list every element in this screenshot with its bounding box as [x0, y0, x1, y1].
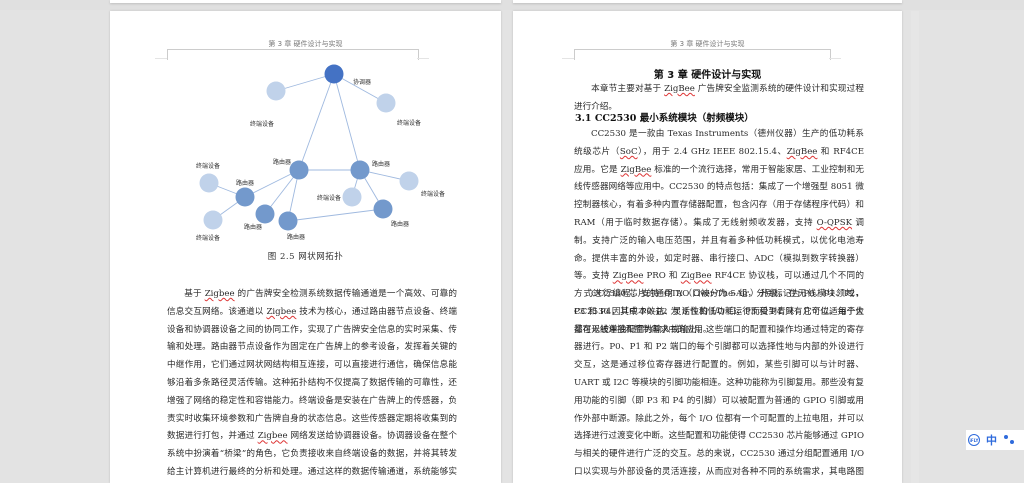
router-node [235, 187, 255, 207]
svg-text:路由器: 路由器 [391, 220, 409, 228]
end-device-node [342, 187, 362, 207]
ifly-logo-icon[interactable]: iFLY [968, 434, 980, 446]
document-page-left: 第 3 章 硬件设计与实现 [110, 11, 501, 483]
nodes [199, 64, 419, 231]
spellcheck-flagged-word[interactable]: ZigBee [680, 271, 712, 282]
svg-text:路由器: 路由器 [372, 160, 390, 168]
node-labels: 协调器 终端设备 终端设备 路由器 路由器 终端设备 路由器 终端设备 路由器 … [196, 78, 445, 242]
chapter-title: 第 3 章 硬件设计与实现 [653, 70, 762, 81]
svg-text:协调器: 协调器 [353, 78, 371, 86]
router-node [373, 199, 393, 219]
spellcheck-flagged-word[interactable]: ZigBee [612, 271, 644, 282]
end-device-node [376, 93, 396, 113]
end-device-node [399, 171, 419, 191]
margin-mark [155, 58, 167, 59]
ime-language-toggle[interactable]: 中 [986, 434, 997, 447]
viewer-top-strip [0, 0, 1024, 10]
coordinator-node [324, 64, 344, 84]
spellcheck-flagged-word[interactable]: ZigBee [620, 164, 652, 175]
previous-page-edge-left [110, 0, 501, 3]
figure-caption: 图 2.5 网状网拓扑 [267, 252, 344, 262]
margin-mark [417, 58, 429, 59]
running-header: 第 3 章 硬件设计与实现 [268, 40, 343, 48]
router-node [278, 211, 298, 231]
svg-text:终端设备: 终端设备 [196, 162, 220, 170]
svg-text:路由器: 路由器 [287, 233, 305, 241]
end-device-node [199, 173, 219, 193]
body-paragraph: CC2530 芯片的通用 I/O 口被分为 5 组，分别标记为 P0、P1、P2… [574, 286, 864, 483]
document-page-right: 第 3 章 硬件设计与实现 第 3 章 硬件设计与实现 本章节主要对基于 Zig… [513, 11, 902, 483]
spellcheck-flagged-word[interactable]: ZigBee [786, 146, 818, 157]
svg-text:终端设备: 终端设备 [317, 194, 341, 202]
router-node [350, 160, 370, 180]
spellcheck-flagged-word[interactable]: ZigBee [664, 84, 695, 94]
paragraph-text: 本章节主要对基于 ZigBee 广告牌安全监测系统的硬件设计和实现过程进行介绍。 [574, 84, 865, 112]
spellcheck-flagged-word[interactable]: SoC [619, 146, 638, 157]
spellcheck-flagged-word[interactable]: Zigbee [257, 431, 288, 442]
mesh-topology-figure: 协调器 终端设备 终端设备 路由器 路由器 终端设备 路由器 终端设备 路由器 … [196, 64, 445, 242]
svg-text:路由器: 路由器 [273, 158, 291, 166]
svg-text:终端设备: 终端设备 [250, 120, 274, 128]
spellcheck-flagged-word[interactable]: Zigbee [266, 306, 297, 317]
svg-text:终端设备: 终端设备 [421, 190, 445, 198]
svg-text:终端设备: 终端设备 [397, 119, 421, 127]
header-rule [167, 49, 419, 60]
end-device-node [266, 81, 286, 101]
punctuation-mode-icon[interactable] [1003, 434, 1015, 446]
router-node [289, 160, 309, 180]
paragraph-text: CC2530 芯片的通用 I/O 口被分为 5 组，分别标记为 P0、P1、P2… [574, 289, 864, 477]
paragraph-text: 基于 Zigbee 的广告牌安全检测系统数据传输通道是一个高效、可靠的信息交互网… [167, 289, 458, 477]
router-node [255, 204, 275, 224]
svg-text:路由器: 路由器 [244, 223, 262, 231]
svg-text:终端设备: 终端设备 [196, 234, 220, 242]
header-rule [574, 49, 831, 60]
margin-mark [562, 58, 574, 59]
vertical-scrollbar[interactable] [911, 11, 919, 483]
section-heading: 3.1 CC2530 最小系统模块（射频模块） [575, 113, 754, 124]
previous-page-edge-right [513, 0, 902, 3]
body-paragraph: 基于 Zigbee 的广告牌安全检测系统数据传输通道是一个高效、可靠的信息交互网… [167, 286, 457, 483]
ime-toolbar[interactable]: iFLY 中 [966, 430, 1024, 450]
body-paragraph: CC2530 是一款由 Texas Instruments（德州仪器）生产的低功… [574, 126, 864, 340]
svg-text:路由器: 路由器 [236, 179, 254, 187]
paragraph-text: CC2530 是一款由 Texas Instruments（德州仪器）生产的低功… [574, 129, 865, 335]
end-device-node [203, 210, 223, 230]
running-header: 第 3 章 硬件设计与实现 [670, 40, 745, 48]
margin-mark [829, 58, 841, 59]
spellcheck-flagged-word[interactable]: O-QPSK [816, 217, 853, 228]
spellcheck-flagged-word[interactable]: Zigbee [204, 289, 235, 299]
intro-paragraph: 本章节主要对基于 ZigBee 广告牌安全监测系统的硬件设计和实现过程进行介绍。 [574, 81, 864, 117]
